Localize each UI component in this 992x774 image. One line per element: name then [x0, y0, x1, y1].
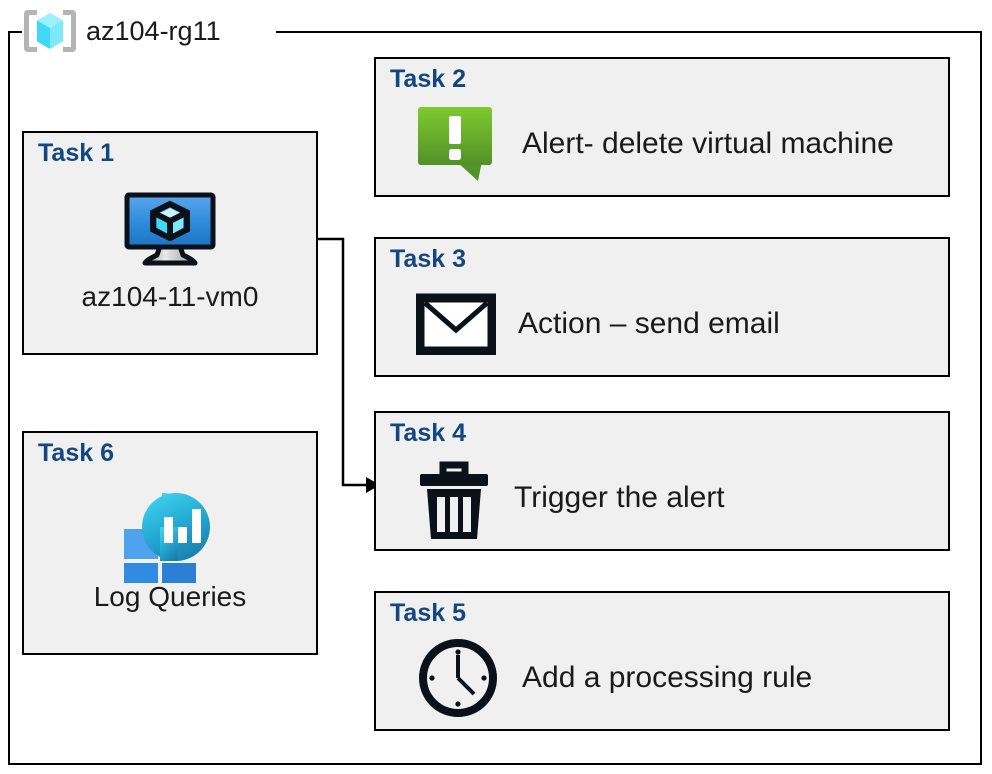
task-2-row: Alert- delete virtual machine	[416, 101, 940, 187]
task-3-card[interactable]: Task 3 Action – send email	[374, 237, 950, 377]
bracket-left-decoration	[24, 10, 37, 52]
task-4-row: Trigger the alert	[416, 455, 940, 541]
task-4-card[interactable]: Task 4 Trigger the alert	[374, 411, 950, 551]
task-4-label: Trigger the alert	[514, 481, 725, 514]
virtual-machine-icon	[121, 191, 219, 276]
alert-exclamation-bubble-icon	[416, 105, 500, 183]
log-analytics-icon	[118, 491, 222, 593]
bracket-right-decoration	[63, 10, 76, 52]
arrowhead-right-icon	[366, 477, 380, 493]
trash-can-icon	[416, 453, 492, 543]
task-5-title: Task 5	[390, 599, 466, 627]
task-1-title: Task 1	[38, 139, 114, 167]
clock-icon	[416, 636, 500, 720]
cube-glyph	[37, 13, 63, 49]
task-1-icon-wrap	[24, 191, 316, 276]
task-5-row: Add a processing rule	[416, 635, 940, 721]
task-5-label: Add a processing rule	[522, 661, 813, 694]
task-5-card[interactable]: Task 5 Add a processing rule	[374, 591, 950, 731]
task-3-title: Task 3	[390, 245, 466, 273]
resource-group-cube-icon	[24, 8, 76, 54]
task-6-icon-wrap	[24, 491, 316, 593]
task-1-caption: az104-11-vm0	[81, 281, 259, 312]
task-3-label: Action – send email	[518, 307, 780, 340]
task-4-title: Task 4	[390, 419, 466, 447]
task-6-title: Task 6	[38, 439, 114, 467]
resource-group-label-gap	[22, 18, 276, 46]
task-6-card[interactable]: Task 6	[22, 431, 318, 655]
task-6-caption: Log Queries	[93, 581, 247, 612]
task-3-row: Action – send email	[416, 281, 940, 367]
task-2-label: Alert- delete virtual machine	[522, 127, 894, 160]
resource-group-label: az104-rg11	[24, 7, 221, 55]
resource-group-boundary	[8, 31, 982, 765]
resource-group-name: az104-rg11	[86, 15, 221, 46]
envelope-icon	[416, 293, 496, 355]
task-2-card[interactable]: Task 2 Alert- delete virtual machin	[374, 57, 950, 197]
task-1-card[interactable]: Task 1	[22, 131, 318, 355]
task-2-title: Task 2	[390, 65, 466, 93]
